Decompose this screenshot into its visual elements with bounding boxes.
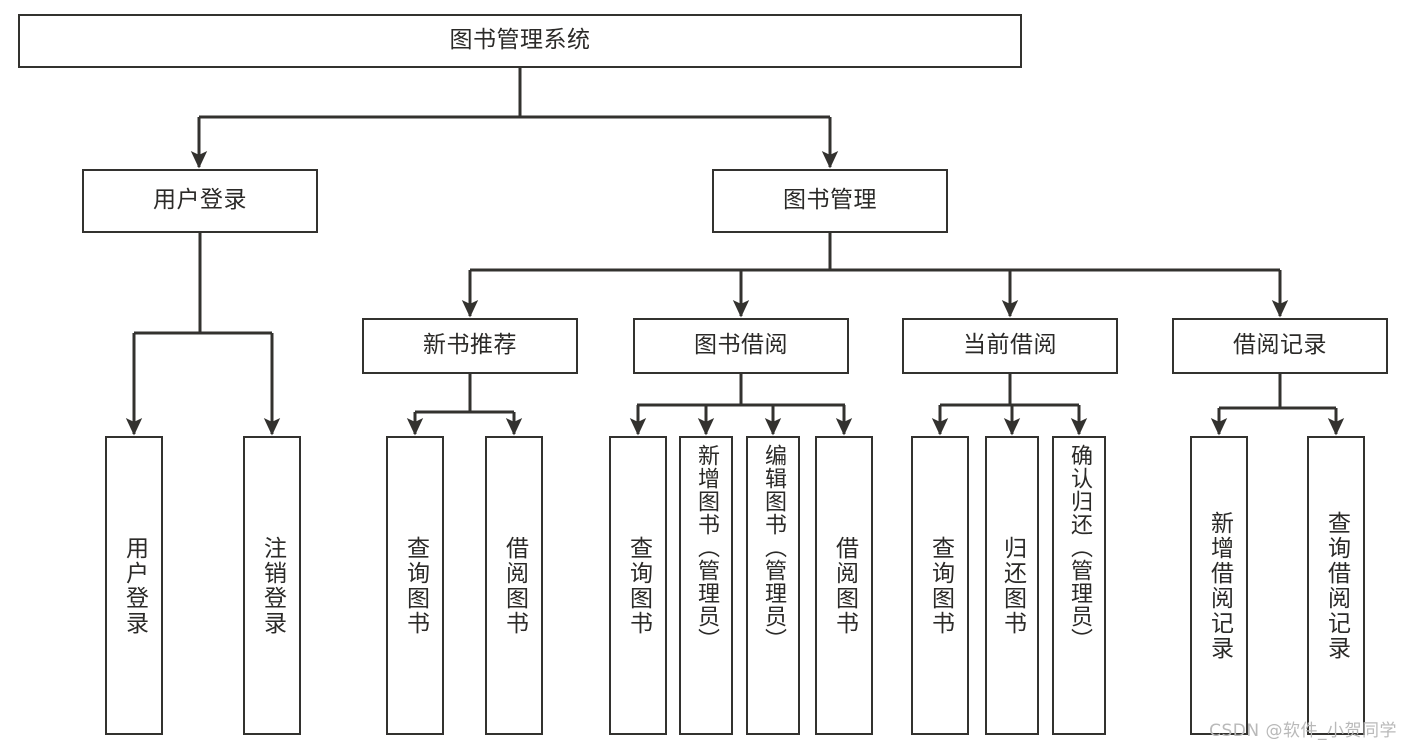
node-leaf-query-book-1[interactable]: 查询图书 xyxy=(386,436,444,735)
node-borrow-record[interactable]: 借阅记录 xyxy=(1172,318,1388,374)
node-leaf-borrow-book-2[interactable]: 借阅图书 xyxy=(815,436,873,735)
node-book-borrow-label: 图书借阅 xyxy=(694,332,788,359)
node-leaf-query-book-2-label: 查询图书 xyxy=(625,535,652,636)
node-leaf-return-book[interactable]: 归还图书 xyxy=(985,436,1039,735)
node-book-borrow[interactable]: 图书借阅 xyxy=(633,318,849,374)
node-new-book-recommend[interactable]: 新书推荐 xyxy=(362,318,578,374)
connector-lines xyxy=(125,68,1345,436)
node-book-manage-label: 图书管理 xyxy=(783,187,877,214)
node-leaf-add-borrow-record-label: 新增借阅记录 xyxy=(1206,510,1233,661)
node-leaf-edit-book-admin-label: 编辑图书（管理员） xyxy=(761,444,786,651)
node-leaf-edit-book-admin[interactable]: 编辑图书（管理员） xyxy=(746,436,800,735)
node-leaf-borrow-book-1-label: 借阅图书 xyxy=(501,535,528,636)
node-root[interactable]: 图书管理系统 xyxy=(18,14,1022,68)
node-new-book-recommend-label: 新书推荐 xyxy=(423,332,517,359)
node-leaf-borrow-book-1[interactable]: 借阅图书 xyxy=(485,436,543,735)
node-current-borrow-label: 当前借阅 xyxy=(963,332,1057,359)
node-leaf-confirm-return-admin[interactable]: 确认归还（管理员） xyxy=(1052,436,1106,735)
node-leaf-query-borrow-record-label: 查询借阅记录 xyxy=(1323,510,1350,661)
node-leaf-user-login-label: 用户登录 xyxy=(121,535,148,636)
node-leaf-query-book-3[interactable]: 查询图书 xyxy=(911,436,969,735)
node-leaf-add-book-admin[interactable]: 新增图书（管理员） xyxy=(679,436,733,735)
node-leaf-query-book-2[interactable]: 查询图书 xyxy=(609,436,667,735)
node-leaf-logout-login-label: 注销登录 xyxy=(259,535,286,636)
node-leaf-query-book-1-label: 查询图书 xyxy=(402,535,429,636)
node-root-label: 图书管理系统 xyxy=(449,27,591,54)
node-leaf-confirm-return-admin-label: 确认归还（管理员） xyxy=(1067,444,1092,651)
node-leaf-logout-login[interactable]: 注销登录 xyxy=(243,436,301,735)
watermark-text: CSDN @软件_小贺同学 xyxy=(1209,721,1397,741)
node-leaf-add-book-admin-label: 新增图书（管理员） xyxy=(694,444,719,651)
node-leaf-query-borrow-record[interactable]: 查询借阅记录 xyxy=(1307,436,1365,735)
node-user-login-label: 用户登录 xyxy=(153,187,247,214)
node-leaf-borrow-book-2-label: 借阅图书 xyxy=(831,535,858,636)
node-book-manage[interactable]: 图书管理 xyxy=(712,169,948,233)
node-current-borrow[interactable]: 当前借阅 xyxy=(902,318,1118,374)
node-leaf-query-book-3-label: 查询图书 xyxy=(927,535,954,636)
node-leaf-add-borrow-record[interactable]: 新增借阅记录 xyxy=(1190,436,1248,735)
node-user-login[interactable]: 用户登录 xyxy=(82,169,318,233)
node-borrow-record-label: 借阅记录 xyxy=(1233,332,1327,359)
node-leaf-return-book-label: 归还图书 xyxy=(999,535,1026,636)
node-leaf-user-login[interactable]: 用户登录 xyxy=(105,436,163,735)
